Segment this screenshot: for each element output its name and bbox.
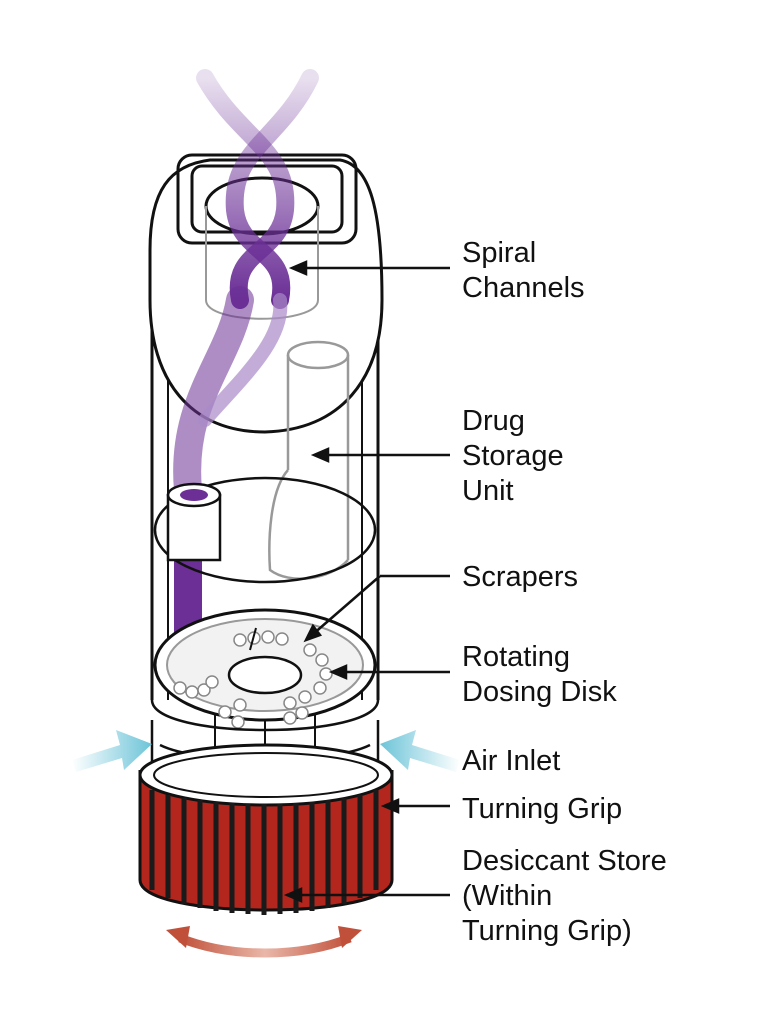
dosing-disk	[153, 608, 377, 729]
upper-disk	[153, 476, 377, 584]
label-turning-grip: Turning Grip	[462, 793, 623, 825]
turning-grip	[138, 743, 394, 915]
label-spiral-channels: Spiral Channels	[462, 237, 585, 304]
label-scrapers: Scrapers	[462, 561, 579, 593]
air-inlet-arrow-icon	[72, 730, 460, 772]
label-air-inlet: Air Inlet	[462, 745, 561, 777]
label-rotating-dosing-disk: Rotating Dosing Disk	[462, 641, 617, 708]
rotation-arrow-icon	[166, 926, 362, 958]
label-desiccant-store: Desiccant Store (Within Turning Grip)	[462, 845, 667, 947]
label-drug-storage-unit: Drug Storage Unit	[462, 405, 564, 507]
leader-lines	[283, 260, 450, 903]
